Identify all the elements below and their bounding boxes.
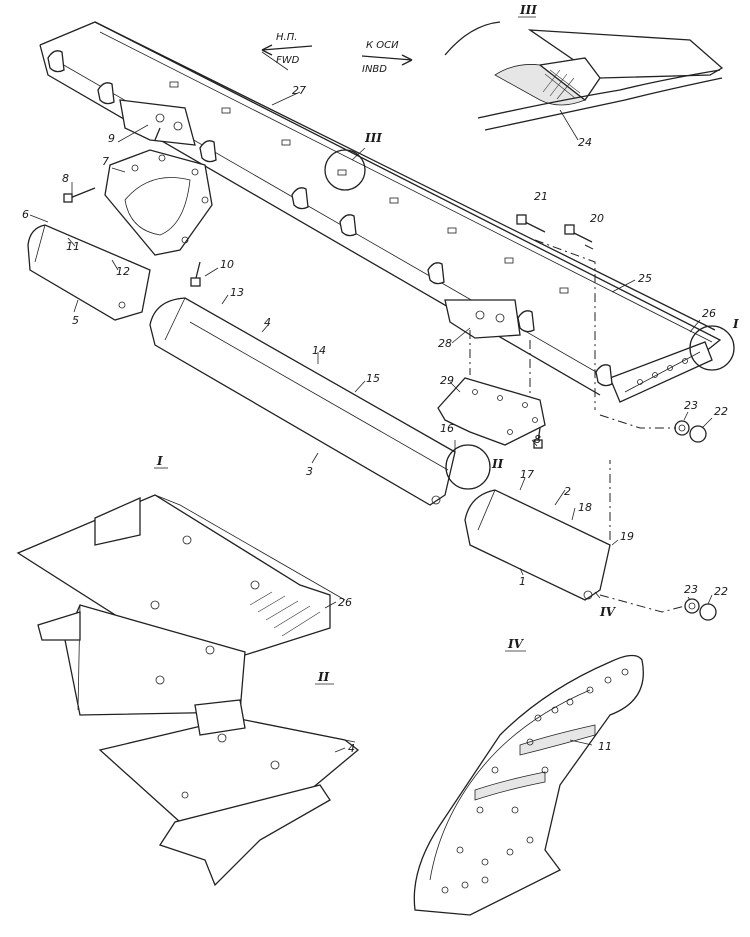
callout-IV: IV <box>599 605 617 619</box>
leading-edge-3 <box>149 297 491 506</box>
detail-I-callout-circle <box>689 325 735 371</box>
part-label-7: 7 <box>102 155 109 168</box>
section-hatch <box>249 591 321 637</box>
rivet-holes <box>441 668 629 894</box>
part-label-9: 9 <box>108 132 115 145</box>
detail-II-part-label: 4 <box>348 742 355 755</box>
fairing-5 <box>27 224 151 321</box>
fairing-1 <box>464 489 611 601</box>
assembly-lines <box>469 239 686 613</box>
rib-lightening-holes <box>637 358 688 385</box>
part-label-24: 24 <box>578 136 592 149</box>
part-label-22-second: 22 <box>714 585 728 598</box>
part-label-25: 25 <box>638 272 652 285</box>
part-label-5: 5 <box>72 314 79 327</box>
part-label-27: 27 <box>292 84 306 97</box>
part-label-6: 6 <box>22 208 29 221</box>
detail-III <box>444 21 724 131</box>
detail-I <box>16 494 346 716</box>
part-label-8-second: 8 <box>534 433 541 446</box>
leader-lines <box>29 51 713 753</box>
part-label-18: 18 <box>578 501 592 514</box>
part-label-11: 11 <box>66 240 80 253</box>
part-label-13: 13 <box>230 286 244 299</box>
bracket-7 <box>104 149 213 256</box>
part-label-15: 15 <box>366 372 380 385</box>
part-label-23: 23 <box>684 399 698 412</box>
detail-IV-part-label: 11 <box>598 740 612 753</box>
part-label-8: 8 <box>62 172 69 185</box>
detail-II <box>98 699 360 887</box>
part-label-1: 1 <box>519 575 526 588</box>
detail-IV <box>413 654 644 916</box>
part-label-26: 26 <box>702 307 716 320</box>
spar-assembly <box>39 21 735 403</box>
callout-II: II <box>491 457 504 471</box>
part-label-29: 29 <box>440 374 454 387</box>
part-label-2: 2 <box>564 485 571 498</box>
part-label-28: 28 <box>438 337 452 350</box>
mesh-hatch <box>542 69 581 100</box>
part-label-21: 21 <box>534 190 548 203</box>
part-label-23-second: 23 <box>684 583 698 596</box>
detail-III-callout-circle <box>324 149 366 191</box>
hinge-fittings <box>47 50 613 387</box>
skin-tabs <box>169 81 569 294</box>
part-label-17: 17 <box>520 468 534 481</box>
detail-label-IV-header: IV <box>507 637 525 651</box>
detail-II-callout-circle <box>445 444 491 490</box>
inbd-en-label: INBD <box>362 64 387 75</box>
detail-label-III-header: III <box>519 3 537 17</box>
part-label-14: 14 <box>312 344 326 357</box>
detail-label-I-header: I <box>156 454 163 468</box>
part-label-19: 19 <box>620 530 634 543</box>
part-label-10: 10 <box>220 258 234 271</box>
inbd-ru-label: К ОСИ <box>366 40 399 51</box>
part-label-22: 22 <box>714 405 728 418</box>
fwd-ru-label: Н.П. <box>276 32 297 43</box>
part-label-20: 20 <box>590 212 604 225</box>
direction-indicators: Н.П. FWD К ОСИ INBD <box>261 32 413 75</box>
part-label-3: 3 <box>306 465 313 478</box>
plate-29 <box>437 377 546 446</box>
callout-III: III <box>364 131 382 145</box>
fasteners <box>63 127 717 621</box>
part-label-4: 4 <box>264 316 271 329</box>
part-label-12: 12 <box>116 265 130 278</box>
fwd-en-label: FWD <box>276 55 300 66</box>
callout-I: I <box>732 317 739 331</box>
detail-I-part-label: 26 <box>338 596 352 609</box>
part-number-labels: 1 2 3 4 5 6 7 8 9 10 11 12 13 14 15 16 1… <box>22 84 728 755</box>
detail-label-II-header: II <box>317 670 330 684</box>
part-label-16: 16 <box>440 422 454 435</box>
detail-view-labels: III I II IV III I II IV <box>154 3 739 685</box>
